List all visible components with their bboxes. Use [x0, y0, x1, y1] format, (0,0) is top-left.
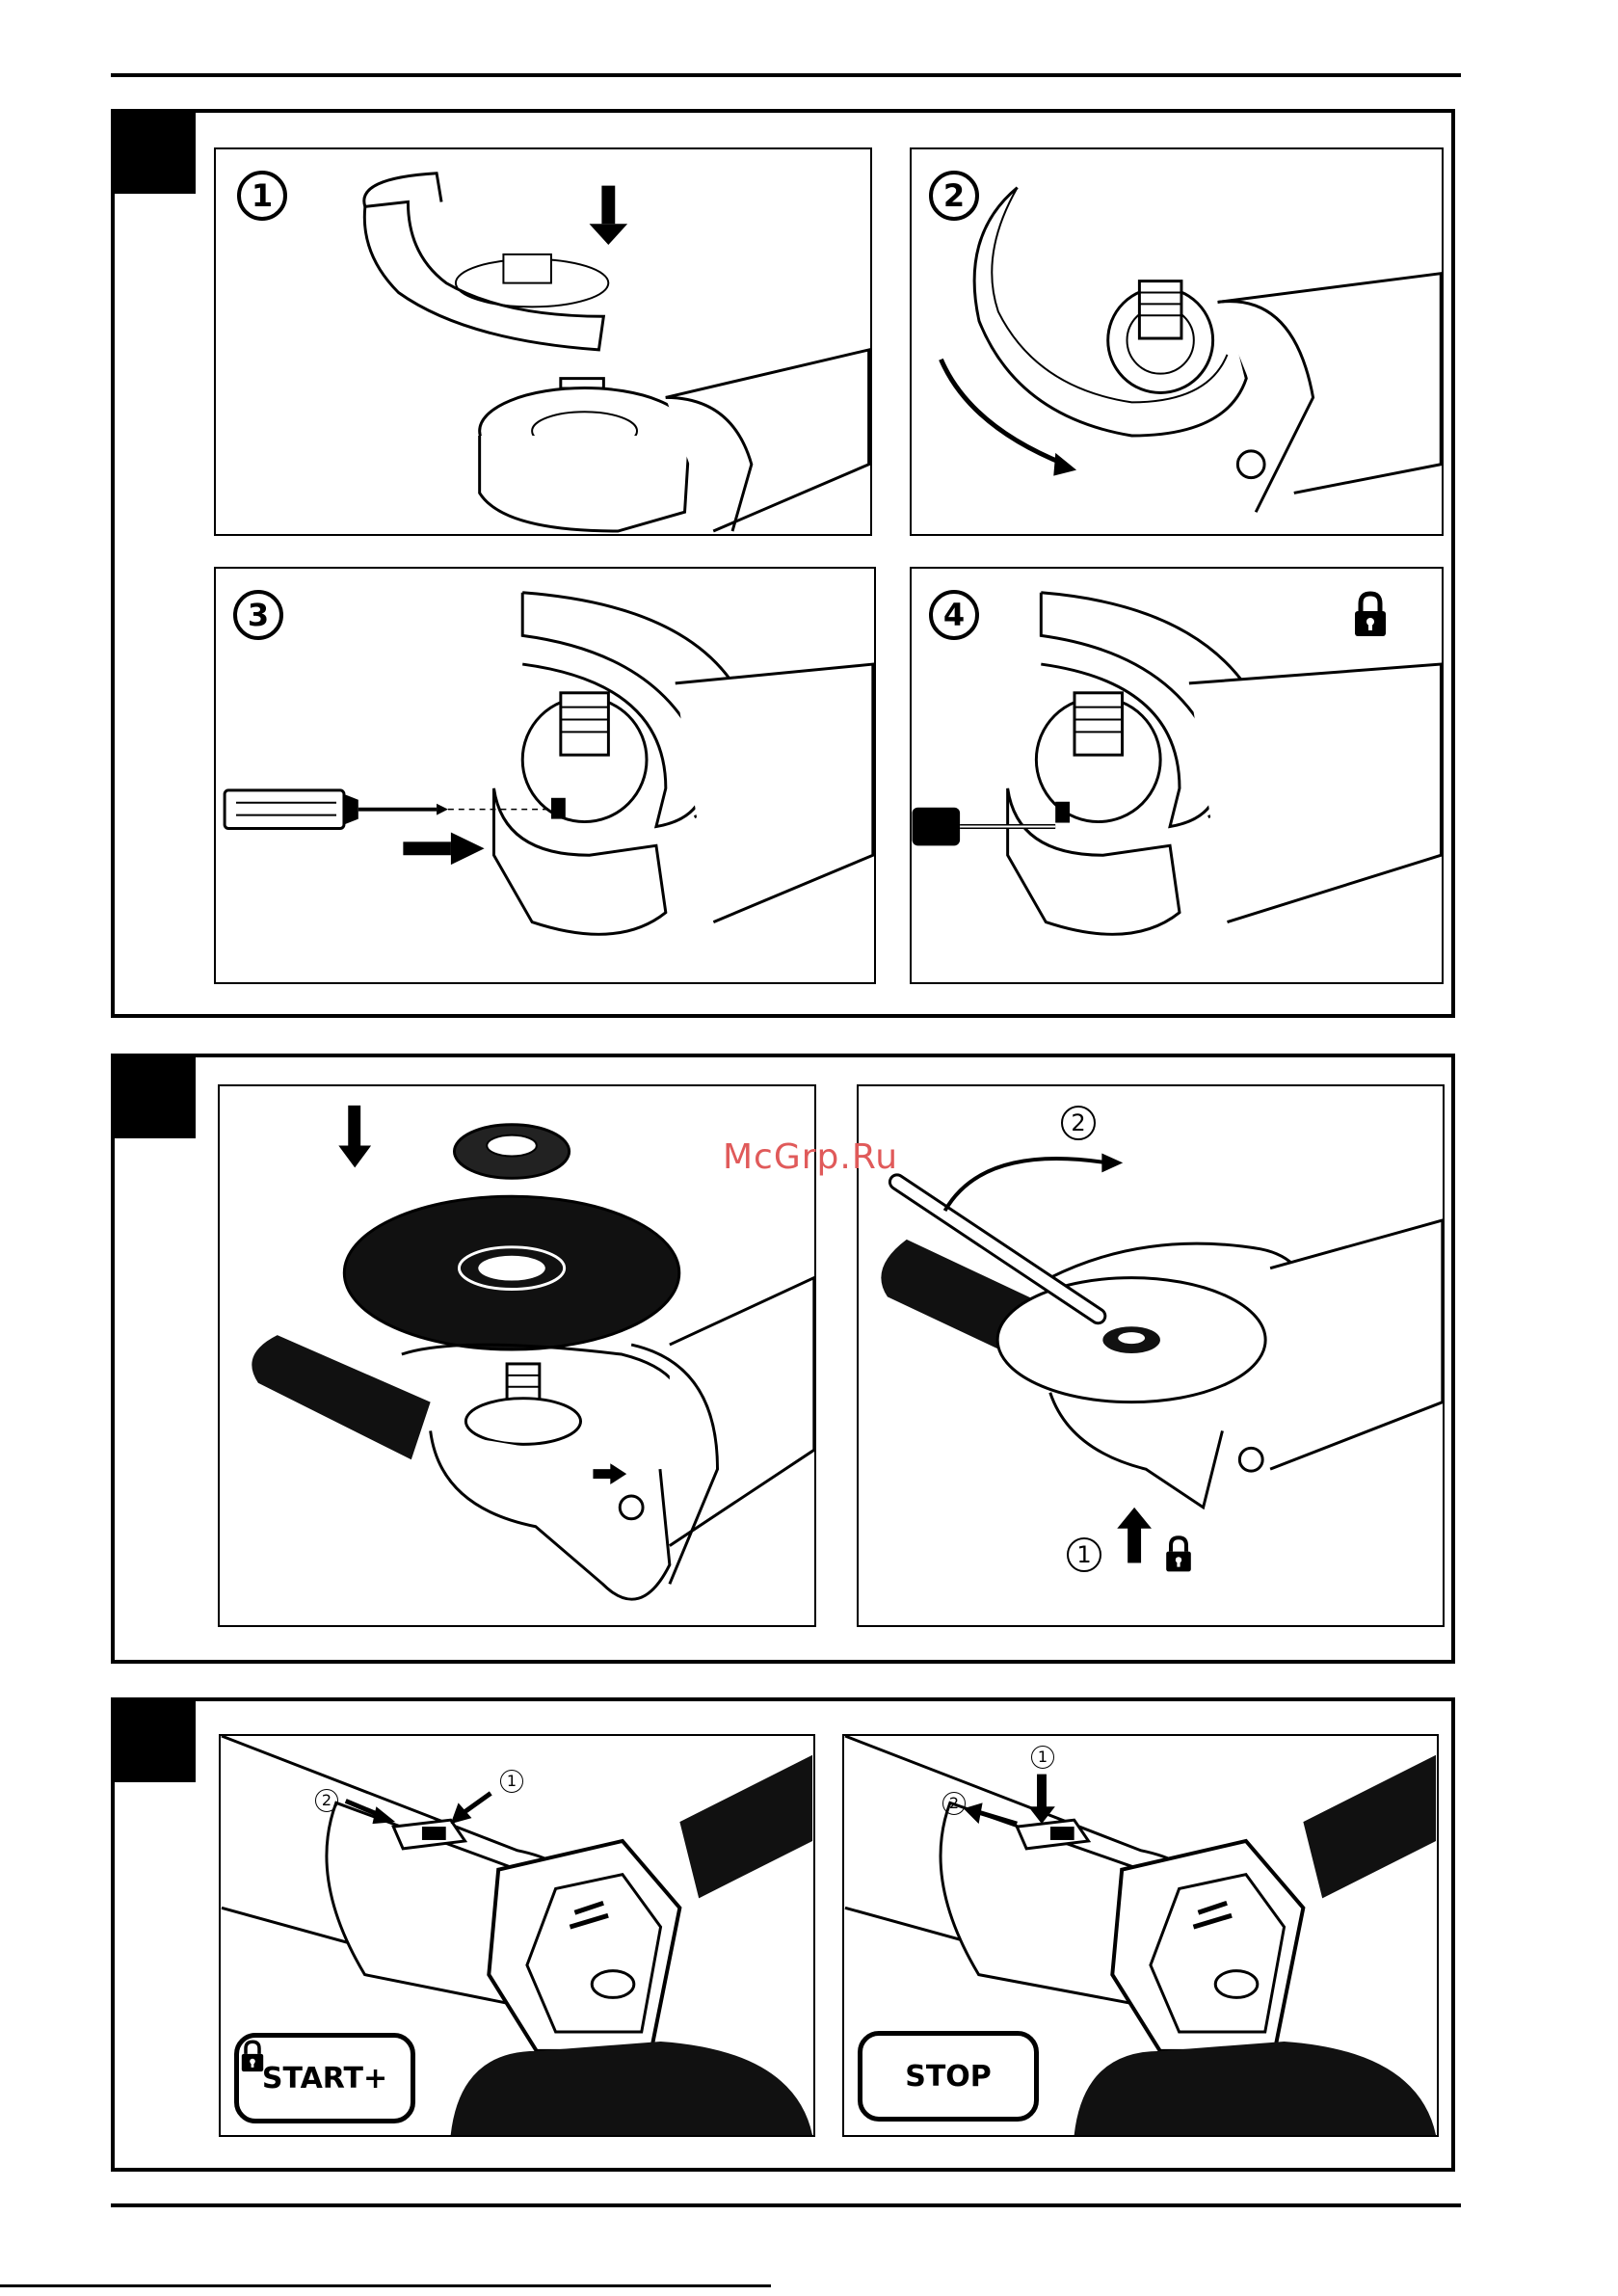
- start-label: START+: [262, 2062, 387, 2096]
- watermark: McGrp.Ru: [723, 1137, 898, 1177]
- callout-number: 2: [315, 1789, 338, 1812]
- disc-tightening-panel: 2 1: [857, 1084, 1445, 1627]
- bottom-rule: [111, 2203, 1461, 2207]
- section-switch-operation: 2 1 START+: [111, 1697, 1455, 2172]
- callout-number: 1: [1067, 1537, 1101, 1572]
- section-tab: [115, 1701, 196, 1782]
- disc-tightening-illustration: [859, 1086, 1443, 1625]
- callout-number: 2: [942, 1792, 966, 1815]
- callout-number: 2: [1061, 1106, 1096, 1140]
- top-rule: [111, 73, 1461, 77]
- stop-label: STOP: [905, 2060, 992, 2094]
- section-tab: [115, 113, 196, 194]
- step-number: 1: [237, 171, 287, 221]
- callout-number: 1: [500, 1770, 523, 1793]
- callout-number: 1: [1031, 1746, 1054, 1769]
- step-number: 4: [929, 590, 979, 640]
- stop-panel: 1 2 STOP: [842, 1734, 1439, 2137]
- lock-icon: [1351, 590, 1390, 638]
- lock-icon: [1163, 1534, 1194, 1574]
- section-tab: [115, 1057, 196, 1138]
- lock-icon: [239, 2038, 266, 2074]
- page-edge-line: [0, 2284, 771, 2287]
- guard-placement-illustration: [216, 149, 870, 534]
- step-3-panel: 3: [214, 567, 876, 984]
- step-number: 3: [233, 590, 283, 640]
- start-lock-badge: START+: [234, 2033, 415, 2123]
- screw-tightening-illustration: [216, 569, 874, 982]
- section-guard-mounting: 1 2: [111, 109, 1455, 1018]
- step-1-panel: 1: [214, 147, 872, 536]
- guard-rotation-illustration: [912, 149, 1442, 534]
- start-panel: 2 1 START+: [219, 1734, 815, 2137]
- stop-badge: STOP: [858, 2031, 1039, 2122]
- step-2-panel: 2: [910, 147, 1444, 536]
- step-number: 2: [929, 171, 979, 221]
- step-4-panel: 4: [910, 567, 1444, 984]
